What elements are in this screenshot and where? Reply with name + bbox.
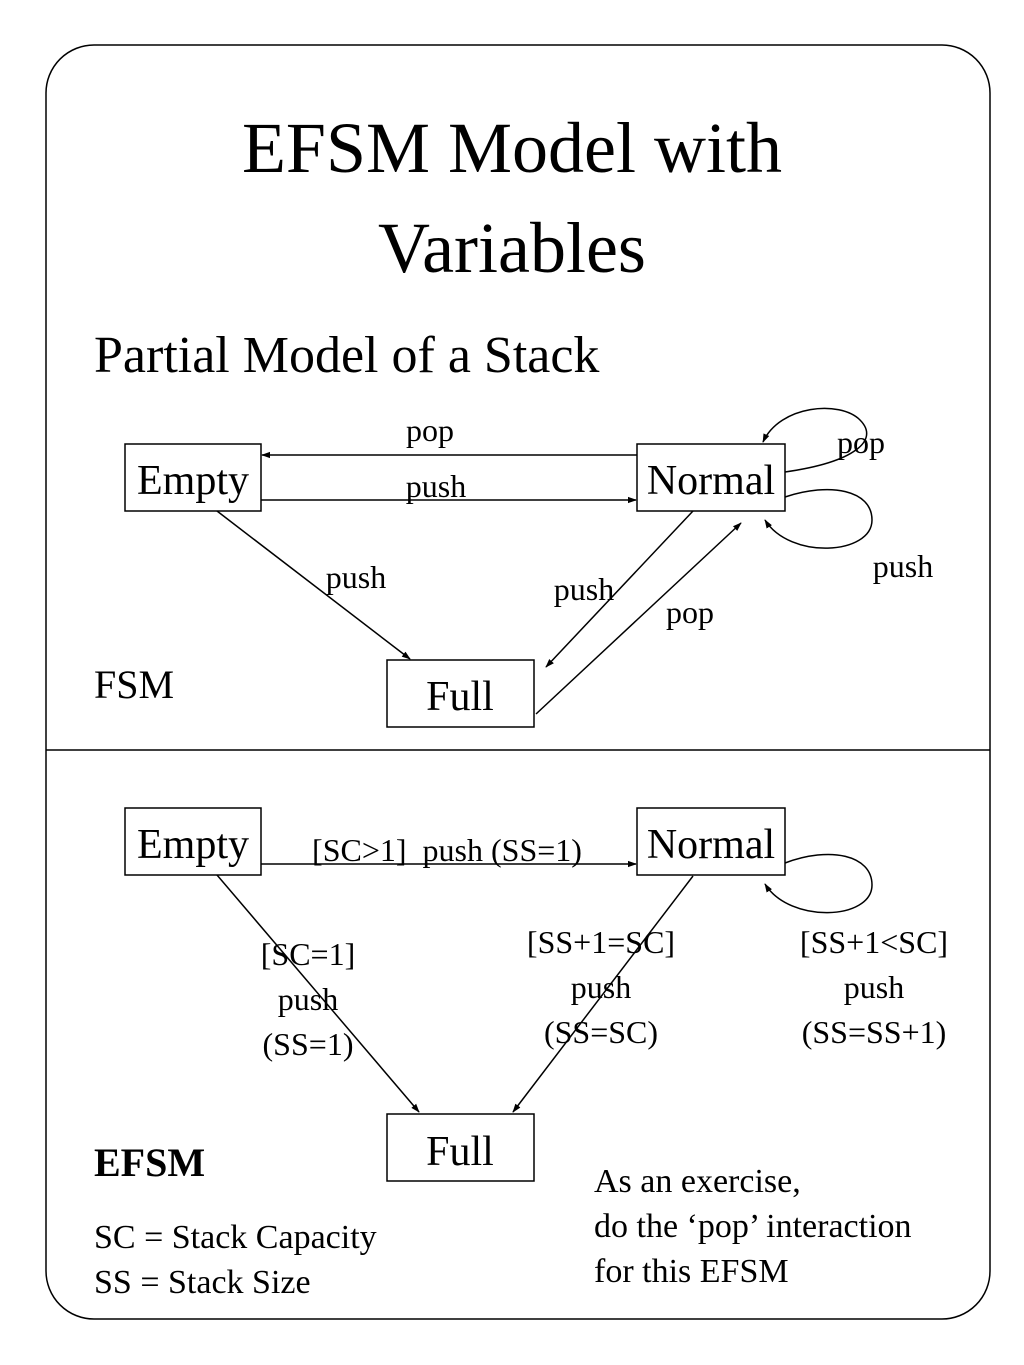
fsm-label-empty-to-full: push — [326, 559, 386, 595]
fsm-label-full-to-normal: pop — [666, 594, 714, 630]
efsm-label-empty-to-full-event: push — [278, 981, 338, 1017]
fsm-arrow-empty-to-full — [216, 510, 411, 660]
efsm-label-empty-to-full-action: (SS=1) — [263, 1026, 354, 1062]
slide-title-line1: EFSM Model with — [242, 108, 782, 188]
fsm-label-normal-self-push: push — [873, 548, 933, 584]
fsm-state-full-label: Full — [426, 674, 494, 720]
fsm-arrow-full-to-normal — [535, 522, 742, 715]
fsm-arrow-normal-self-pop — [762, 407, 868, 473]
efsm-exercise-line3: for this EFSM — [594, 1253, 789, 1290]
fsm-state-normal: Normal — [636, 443, 786, 512]
efsm-arrow-normal-self-push — [764, 853, 873, 914]
efsm-legend-ss: SS = Stack Size — [94, 1264, 311, 1301]
efsm-state-full-label: Full — [426, 1129, 494, 1175]
efsm-legend-sc: SC = Stack Capacity — [94, 1219, 377, 1256]
slide-subtitle: Partial Model of a Stack — [94, 327, 599, 384]
efsm-label-normal-self-event: push — [844, 969, 904, 1005]
fsm-label-normal-to-empty: pop — [406, 412, 454, 448]
fsm-state-normal-label: Normal — [647, 458, 775, 504]
fsm-label-empty-to-normal: push — [406, 468, 466, 504]
efsm-label-normal-to-full-guard: [SS+1=SC] — [527, 924, 675, 960]
fsm-state-empty: Empty — [124, 443, 262, 512]
efsm-label-normal-to-full-event: push — [571, 969, 631, 1005]
fsm-arrow-normal-to-full — [545, 510, 694, 668]
efsm-label-normal-self-guard: [SS+1<SC] — [800, 924, 948, 960]
fsm-diagram: Empty Normal Full pop push pop push push… — [94, 407, 933, 728]
efsm-diagram: Empty Normal Full [SC>1] push (SS=1) [SC… — [94, 807, 948, 1301]
efsm-label-normal-to-full-action: (SS=SC) — [544, 1014, 658, 1050]
fsm-label-normal-self-pop: pop — [837, 424, 885, 460]
efsm-arrow-normal-to-full — [512, 875, 694, 1113]
efsm-exercise-line2: do the ‘pop’ interaction — [594, 1208, 912, 1245]
efsm-arrow-empty-to-full — [216, 874, 420, 1113]
efsm-label-empty-to-full-guard: [SC=1] — [261, 936, 356, 972]
efsm-state-empty: Empty — [124, 807, 262, 876]
efsm-state-normal: Normal — [636, 807, 786, 876]
slide-frame — [45, 44, 991, 1320]
efsm-exercise-line1: As an exercise, — [594, 1163, 801, 1200]
efsm-section-label: EFSM — [94, 1140, 205, 1185]
efsm-label-normal-self-action: (SS=SS+1) — [802, 1014, 947, 1050]
fsm-state-full: Full — [386, 659, 535, 728]
efsm-state-full: Full — [386, 1113, 535, 1182]
fsm-state-empty-label: Empty — [137, 458, 249, 504]
efsm-state-normal-label: Normal — [647, 822, 775, 868]
efsm-state-empty-label: Empty — [137, 822, 249, 868]
fsm-arrow-normal-self-push — [764, 488, 873, 549]
fsm-section-label: FSM — [94, 662, 174, 707]
fsm-label-normal-to-full: push — [554, 571, 614, 607]
efsm-label-empty-to-normal: [SC>1] push (SS=1) — [312, 832, 582, 868]
slide-title-line2: Variables — [378, 208, 646, 288]
